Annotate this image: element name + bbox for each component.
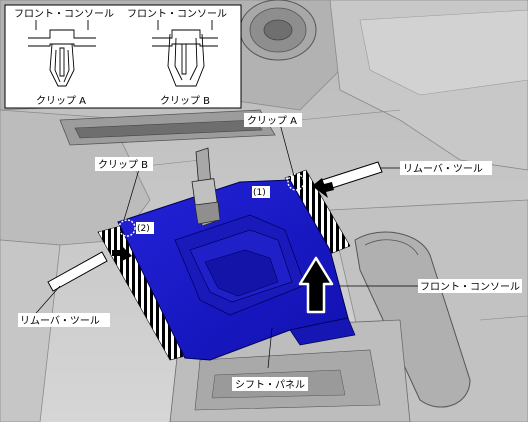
callout-clip-b: クリップ B [98, 159, 148, 171]
push-arrow-right [312, 178, 334, 198]
clip-inset-box: フロント・コンソール フロント・コンソール クリップ A クリップ B [4, 4, 242, 109]
remover-tool-left [47, 251, 108, 292]
clip-b-marker [118, 219, 136, 237]
callout-remover-tool-left: リムーバ・ツール [20, 315, 100, 327]
inset-clip-b-label: クリップ B [160, 95, 210, 107]
callout-remover-tool-right: リムーバ・ツール [403, 163, 483, 175]
callout-shift-panel: シフト・パネル [235, 379, 305, 391]
callout-clip-a: クリップ A [247, 115, 297, 127]
inset-clip-a-label: クリップ A [36, 95, 86, 107]
clip-b-drawing [152, 20, 218, 87]
clip-a-drawing [28, 20, 96, 87]
inset-clip-b-console-label: フロント・コンソール [127, 9, 227, 20]
lift-up-arrow [298, 256, 334, 314]
marker-1: (1) [253, 188, 266, 198]
marker-2: (2) [137, 224, 150, 234]
push-arrow-left [112, 244, 132, 262]
shift-panel-shape [117, 147, 356, 361]
inset-clip-a-console-label: フロント・コンソール [14, 9, 114, 20]
callout-front-console: フロント・コンソール [420, 282, 520, 293]
clip-a-marker [287, 173, 305, 191]
